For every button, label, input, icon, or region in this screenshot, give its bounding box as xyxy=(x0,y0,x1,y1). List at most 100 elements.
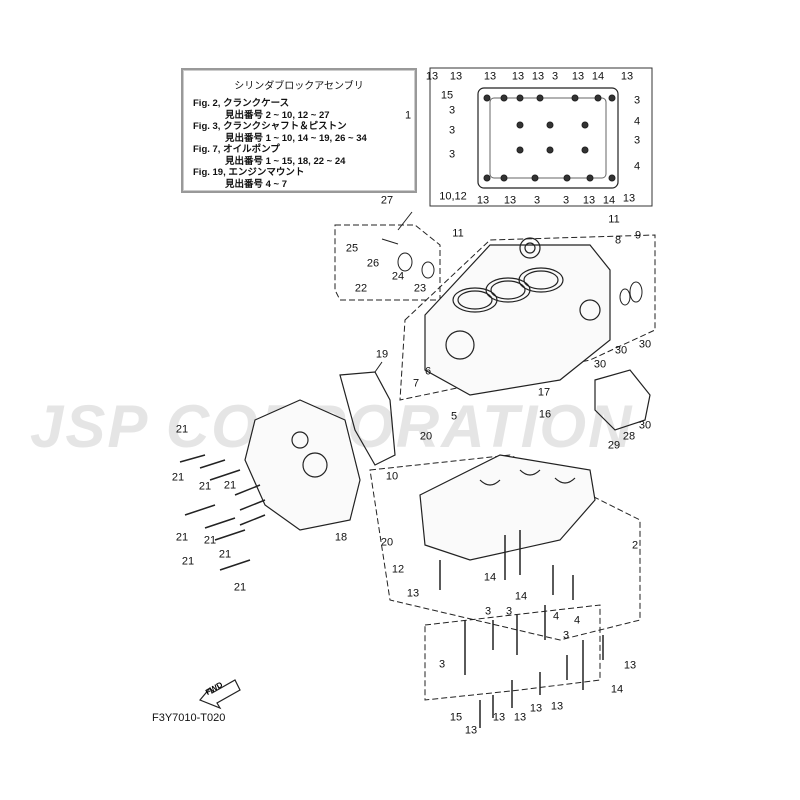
part-callout: 7 xyxy=(412,377,420,390)
part-callout: 21 xyxy=(175,423,189,436)
legend-refs: 見出番号 1 ~ 10, 14 ~ 19, 26 ~ 34 xyxy=(225,132,367,144)
part-callout: 21 xyxy=(175,531,189,544)
part-callout: 30 xyxy=(638,338,652,351)
part-callout: 23 xyxy=(413,282,427,295)
part-callout: 6 xyxy=(424,365,432,378)
part-callout: 15 xyxy=(449,711,463,724)
part-callout: 14 xyxy=(602,194,616,207)
part-callout: 13 xyxy=(492,711,506,724)
part-callout: 5 xyxy=(450,410,458,423)
part-callout: 27 xyxy=(380,194,394,207)
legend-refs: 見出番号 2 ~ 10, 12 ~ 27 xyxy=(225,109,330,121)
side-cover-bolts xyxy=(179,454,266,571)
legend-refs: 見出番号 4 ~ 7 xyxy=(225,178,288,190)
part-callout: 28 xyxy=(622,430,636,443)
part-callout: 13 xyxy=(550,700,564,713)
part-callout: 4 xyxy=(573,614,581,627)
part-callout: 29 xyxy=(607,439,621,452)
part-callout: 13 xyxy=(464,724,478,737)
part-callout: 3 xyxy=(633,134,641,147)
part-callout: 30 xyxy=(593,358,607,371)
part-callout: 30 xyxy=(638,419,652,432)
part-callout: 3 xyxy=(484,605,492,618)
cover-plate xyxy=(594,369,651,431)
part-callout: 3 xyxy=(551,70,559,83)
fwd-arrow xyxy=(199,679,241,710)
part-callout: 21 xyxy=(171,471,185,484)
inset-crankcase-bottom xyxy=(477,87,619,189)
part-callout: 13 xyxy=(425,70,439,83)
part-callout: 13 xyxy=(503,194,517,207)
part-callout: 13 xyxy=(483,70,497,83)
part-callout: 3 xyxy=(533,194,541,207)
part-callout: 22 xyxy=(354,282,368,295)
part-callout: 13 xyxy=(529,702,543,715)
part-callout: 13 xyxy=(531,70,545,83)
part-callout: 16 xyxy=(538,408,552,421)
part-callout: 13 xyxy=(571,70,585,83)
part-callout: 8 xyxy=(614,234,622,247)
part-callout: 13 xyxy=(622,192,636,205)
legend-title: シリンダブロックアセンブリ xyxy=(234,81,364,92)
crankcase-bolts xyxy=(439,530,604,728)
legend-box: シリンダブロックアセンブリ Fig. 2, クランクケース 見出番号 2 ~ 1… xyxy=(181,68,417,193)
part-callout: 21 xyxy=(223,479,237,492)
part-callout: 3 xyxy=(633,94,641,107)
part-callout: 20 xyxy=(419,430,433,443)
part-callout: 25 xyxy=(345,242,359,255)
part-callout: 14 xyxy=(514,590,528,603)
part-callout: 3 xyxy=(448,104,456,117)
inset-frame xyxy=(429,67,653,207)
part-callout: 21 xyxy=(218,548,232,561)
part-callout: 13 xyxy=(511,70,525,83)
part-callout: 20 xyxy=(380,536,394,549)
part-callout: 19 xyxy=(375,348,389,361)
legend-fig: Fig. 3, クランクシャフト＆ピストン xyxy=(193,121,347,132)
part-callout: 13 xyxy=(620,70,634,83)
part-callout: 3 xyxy=(448,124,456,137)
oil-pump-parts xyxy=(381,211,435,279)
part-callout: 21 xyxy=(233,581,247,594)
legend-fig: Fig. 7, オイルポンプ xyxy=(193,144,280,155)
part-callout: 13 xyxy=(582,194,596,207)
part-callout: 13 xyxy=(513,711,527,724)
part-callout: 3 xyxy=(562,194,570,207)
part-callout: 3 xyxy=(448,148,456,161)
part-callout: 30 xyxy=(614,344,628,357)
part-callout: 11 xyxy=(452,227,464,240)
upper-crankcase xyxy=(424,237,611,396)
part-callout: 26 xyxy=(366,257,380,270)
part-callout: 3 xyxy=(562,629,570,642)
frame-lower-crankcase xyxy=(369,454,641,641)
part-callout: 13 xyxy=(476,194,490,207)
part-callout: 11 xyxy=(608,213,620,226)
part-callout: 3 xyxy=(438,658,446,671)
part-callout: 2 xyxy=(631,539,639,552)
part-callout: 17 xyxy=(537,386,551,399)
part-callout: 4 xyxy=(552,610,560,623)
part-callout: 10 xyxy=(385,470,399,483)
part-callout: 13 xyxy=(406,587,420,600)
legend-fig: Fig. 2, クランクケース xyxy=(193,98,290,109)
frame-bolts xyxy=(424,604,601,701)
part-callout: 12 xyxy=(391,563,405,576)
diagram-code: F3Y7010-T020 xyxy=(152,712,226,724)
part-callout: 1 xyxy=(404,109,412,122)
part-callout: 13 xyxy=(623,659,637,672)
part-callout: 4 xyxy=(633,160,641,173)
part-callout: 3 xyxy=(505,605,513,618)
part-callout: 15 xyxy=(440,89,454,102)
side-cover xyxy=(244,399,361,531)
part-callout: 10,12 xyxy=(439,190,467,203)
part-callout: 24 xyxy=(391,270,405,283)
part-callout: 14 xyxy=(610,683,624,696)
part-callout: 21 xyxy=(198,480,212,493)
part-callout: 13 xyxy=(449,70,463,83)
frame-upper-crankcase xyxy=(399,234,656,401)
part-callout: 14 xyxy=(591,70,605,83)
lower-crankcase xyxy=(419,454,596,561)
part-callout: 9 xyxy=(634,229,642,242)
legend-refs: 見出番号 1 ~ 15, 18, 22 ~ 24 xyxy=(225,155,346,167)
part-callout: 21 xyxy=(203,534,217,547)
